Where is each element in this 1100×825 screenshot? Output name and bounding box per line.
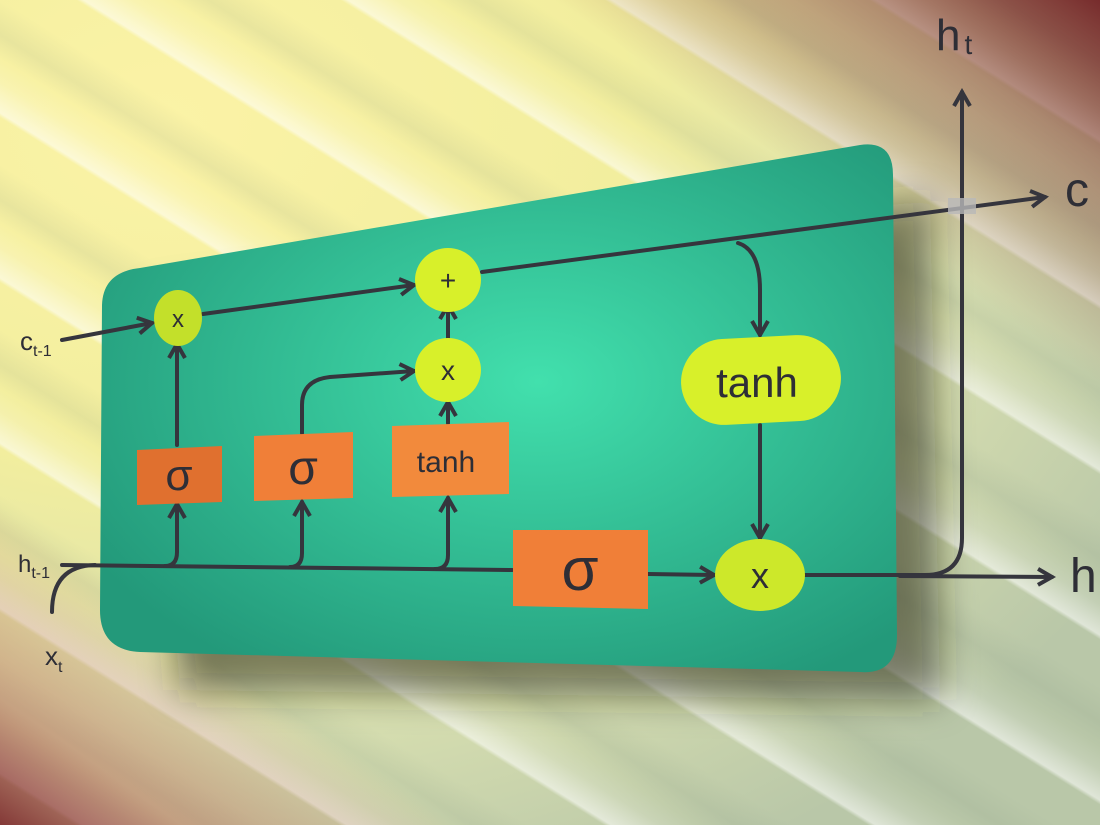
c-prev-line (60, 315, 156, 342)
op-input-mult: x (415, 338, 481, 402)
output-gate-line (646, 565, 719, 585)
svg-text:+: + (440, 265, 456, 296)
crossing-mark (948, 198, 976, 214)
op-cell-tanh: tanh (681, 335, 841, 425)
forget-to-add-line (201, 277, 418, 316)
cell-to-tanh-line (736, 241, 770, 340)
svg-text:σ: σ (561, 536, 598, 603)
label-x: xt (45, 641, 63, 676)
x-input-curve (50, 563, 97, 614)
op-cell-add: + (415, 248, 481, 312)
svg-text:ht-1: ht-1 (18, 551, 50, 582)
branch-candidate (433, 493, 458, 571)
svg-text:x: x (172, 306, 184, 333)
lstm-cell-panel (100, 144, 897, 673)
gate-forget: σ (137, 446, 222, 505)
svg-text:σ: σ (288, 442, 318, 495)
label-h-right: h (1070, 550, 1097, 603)
svg-text:x: x (441, 355, 455, 386)
svg-text:tanh: tanh (716, 359, 798, 406)
svg-text:xt: xt (45, 641, 63, 676)
branch-forget (163, 499, 187, 568)
input-to-mult (300, 362, 419, 435)
svg-text:tanh: tanh (417, 446, 475, 479)
svg-text:h: h (1070, 550, 1097, 603)
svg-text:ht: ht (936, 11, 972, 60)
gate-output: σ (513, 530, 648, 609)
label-c-prev: ct-1 (20, 326, 52, 360)
svg-text:ct-1: ct-1 (20, 326, 52, 360)
svg-text:c: c (1065, 164, 1089, 217)
branch-input (288, 497, 312, 569)
h-right-line (898, 567, 1057, 587)
svg-text:x: x (751, 555, 769, 596)
op-forget-mult: x (154, 290, 202, 346)
gate-input: σ (254, 432, 353, 501)
label-h-prev: ht-1 (18, 551, 50, 582)
op-output-mult: x (715, 539, 805, 611)
gate-candidate: tanh (392, 422, 509, 497)
label-c-right: c (1065, 164, 1089, 217)
svg-text:σ: σ (165, 451, 192, 500)
